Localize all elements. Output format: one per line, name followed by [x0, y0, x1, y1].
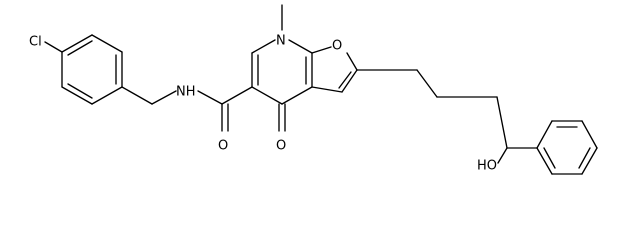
bond [416, 69, 438, 98]
bond [496, 96, 508, 149]
bond [197, 90, 223, 105]
bond [67, 83, 93, 99]
bond [536, 120, 553, 149]
ketone-oxygen-label: O [276, 139, 286, 154]
amide-nh-label: NH [176, 85, 196, 100]
bond [543, 147, 556, 169]
bond [251, 86, 283, 105]
bond [151, 90, 177, 105]
furan-ring [311, 46, 358, 93]
bond [67, 40, 93, 56]
bond [338, 71, 352, 89]
bond [346, 52, 358, 71]
pyridone-ring [251, 39, 313, 105]
bond [536, 147, 553, 175]
bond [581, 147, 598, 175]
bond [221, 86, 253, 105]
bond [61, 34, 93, 53]
chlorophenyl-ring [61, 34, 123, 105]
bond [281, 86, 313, 105]
bond [91, 34, 123, 53]
furan-oxygen-label: O [332, 39, 342, 54]
bond [91, 86, 123, 105]
bond [288, 39, 313, 54]
chlorine-label: Cl [29, 35, 42, 50]
amide-linker [121, 86, 253, 132]
bond [497, 147, 508, 164]
structure-diagram: Cl NH O N O O HO [29, 4, 598, 175]
hydroxybutyl-chain [356, 69, 538, 164]
bond [44, 41, 63, 53]
bond [121, 86, 153, 105]
bond [311, 46, 332, 54]
amide-oxygen-label: O [218, 139, 228, 154]
molecule-canvas: Cl NH O N O O HO [29, 4, 598, 175]
ring-nitrogen-label: N [276, 34, 286, 49]
bond [311, 86, 343, 93]
phenyl-ring [536, 120, 598, 175]
bond [251, 39, 276, 54]
bond [341, 69, 358, 93]
bond [581, 120, 598, 149]
bond [61, 86, 93, 105]
hydroxyl-label: HO [477, 159, 497, 174]
bond [578, 147, 591, 169]
